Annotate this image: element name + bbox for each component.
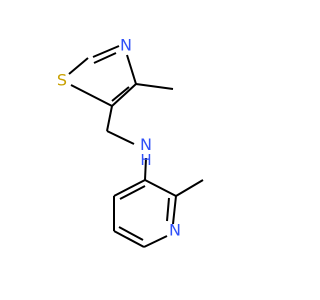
bond-c2-n3-inner <box>93 52 117 64</box>
bond-s-c2 <box>68 57 89 75</box>
bond-c2-npy <box>172 195 177 225</box>
bond-c4-c3 <box>113 179 146 197</box>
bond-c2-methyl <box>175 179 204 197</box>
bond-c4-c5-inner <box>111 86 130 102</box>
bond-c2-n3 <box>92 45 120 58</box>
bond-ch2-nh <box>106 130 135 145</box>
atom-label-s-thiazole: S <box>57 71 67 90</box>
bond-c2-npy-inner <box>166 197 170 222</box>
pyridine-ring <box>113 179 177 248</box>
bond-c4-methyl <box>135 83 174 90</box>
thiazole-ring <box>68 45 137 107</box>
bond-c6-c5 <box>113 230 145 248</box>
atom-label-n-pyridine: N <box>169 221 181 240</box>
bond-n3-c4 <box>126 54 137 85</box>
bond-c5-s <box>70 84 113 107</box>
bond-nh-c3 <box>144 157 147 181</box>
bond-c6-c5-inner <box>118 226 144 241</box>
bond-c3-c2 <box>144 179 177 197</box>
bond-c4-c3-inner <box>119 185 146 200</box>
bond-c5-ch2 <box>106 105 113 132</box>
bond-npy-c6 <box>143 235 168 248</box>
atom-label-n-thiazole: N <box>120 36 132 55</box>
bond-c4-c5 <box>111 83 137 107</box>
